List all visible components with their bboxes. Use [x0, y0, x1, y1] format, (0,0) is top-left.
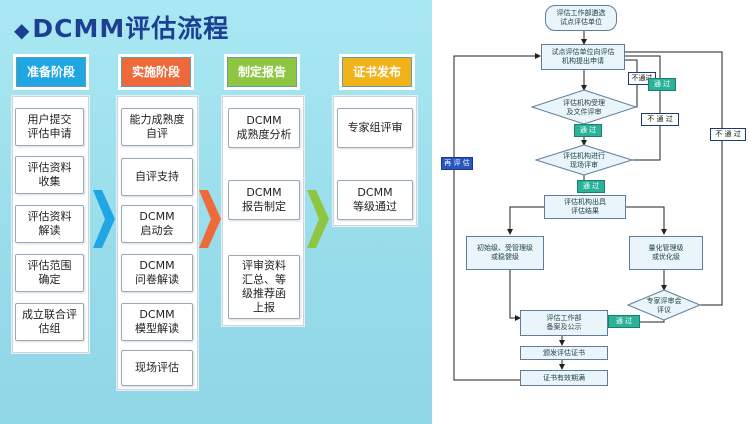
flow-decision-document-review: 评估机构受理 及文件评审	[563, 99, 605, 116]
stage-header-implement: 实施阶段	[121, 57, 191, 87]
flow-decision-expert-review: 专家评审会 评议	[646, 297, 682, 314]
flow-node-initial-levels: 初始级、受管理级 或稳健级	[466, 236, 544, 270]
flowchart-connectors	[453, 30, 723, 381]
step-onsite-assessment: 现场评估	[121, 350, 193, 386]
step-self-assessment-support: 自评支持	[121, 158, 193, 196]
stage-header-certificate: 证书发布	[342, 57, 412, 87]
tag-reassess: 再 评 估	[441, 157, 473, 170]
step-materials-submission: 评审资料 汇总、等 级推荐函 上报	[228, 255, 300, 319]
diamond-icon: ◆	[14, 18, 31, 42]
tag-pass-3: 通 过	[577, 180, 605, 193]
flow-node-filing-publicity: 评估工作部 备案及公示	[520, 310, 608, 336]
step-maturity-analysis: DCMM 成熟度分析	[228, 108, 300, 148]
chevron-arrow-icon-3	[307, 190, 329, 248]
tag-pass-4: 通 过	[608, 315, 640, 328]
step-determine-scope: 评估范围 确定	[15, 254, 84, 292]
flow-node-certificate-expiry: 证书有效期满	[520, 370, 608, 386]
page-title: ◆DCMM评估流程	[14, 9, 229, 45]
flow-node-issue-certificate: 颁发评估证书	[520, 346, 608, 360]
tag-fail-3: 不 通 过	[710, 128, 746, 141]
step-collect-materials: 评估资料 收集	[15, 156, 84, 194]
step-report-preparation: DCMM 报告制定	[228, 180, 300, 220]
flow-decision-onsite-review: 评估机构进行 现场评审	[563, 152, 605, 169]
page-title-text: DCMM评估流程	[32, 14, 230, 43]
tag-pass-1: 通 过	[648, 78, 676, 91]
step-model-interpretation: DCMM 模型解读	[121, 303, 193, 341]
step-expert-review: 专家组评审	[337, 108, 413, 148]
step-level-passed: DCMM 等级通过	[337, 180, 413, 220]
step-self-assessment: 能力成熟度 自评	[121, 108, 193, 146]
step-kickoff-meeting: DCMM 启动会	[121, 205, 193, 243]
step-form-joint-group: 成立联合评 估组	[15, 303, 84, 341]
step-submit-application: 用户提交 评估申请	[15, 108, 84, 146]
stage-header-report: 制定报告	[227, 57, 297, 87]
tag-pass-2: 通 过	[574, 124, 602, 137]
flow-node-evaluation-result: 评估机构出具 评估结果	[544, 195, 626, 219]
stage-header-prepare: 准备阶段	[16, 57, 86, 87]
tag-fail-2: 不 通 过	[641, 113, 679, 126]
chevron-arrow-icon-1	[93, 190, 115, 248]
step-interpret-materials: 评估资料 解读	[15, 205, 84, 243]
flow-node-submit-application: 试点评估单位向评估 机构提出申请	[541, 44, 625, 70]
chevron-arrow-icon-2	[199, 190, 221, 248]
step-questionnaire: DCMM 问卷解读	[121, 254, 193, 292]
flow-node-select-units: 评估工作部遴选 试点评估单位	[545, 5, 617, 31]
flow-node-advanced-levels: 量化管理级 或优化级	[629, 236, 703, 270]
